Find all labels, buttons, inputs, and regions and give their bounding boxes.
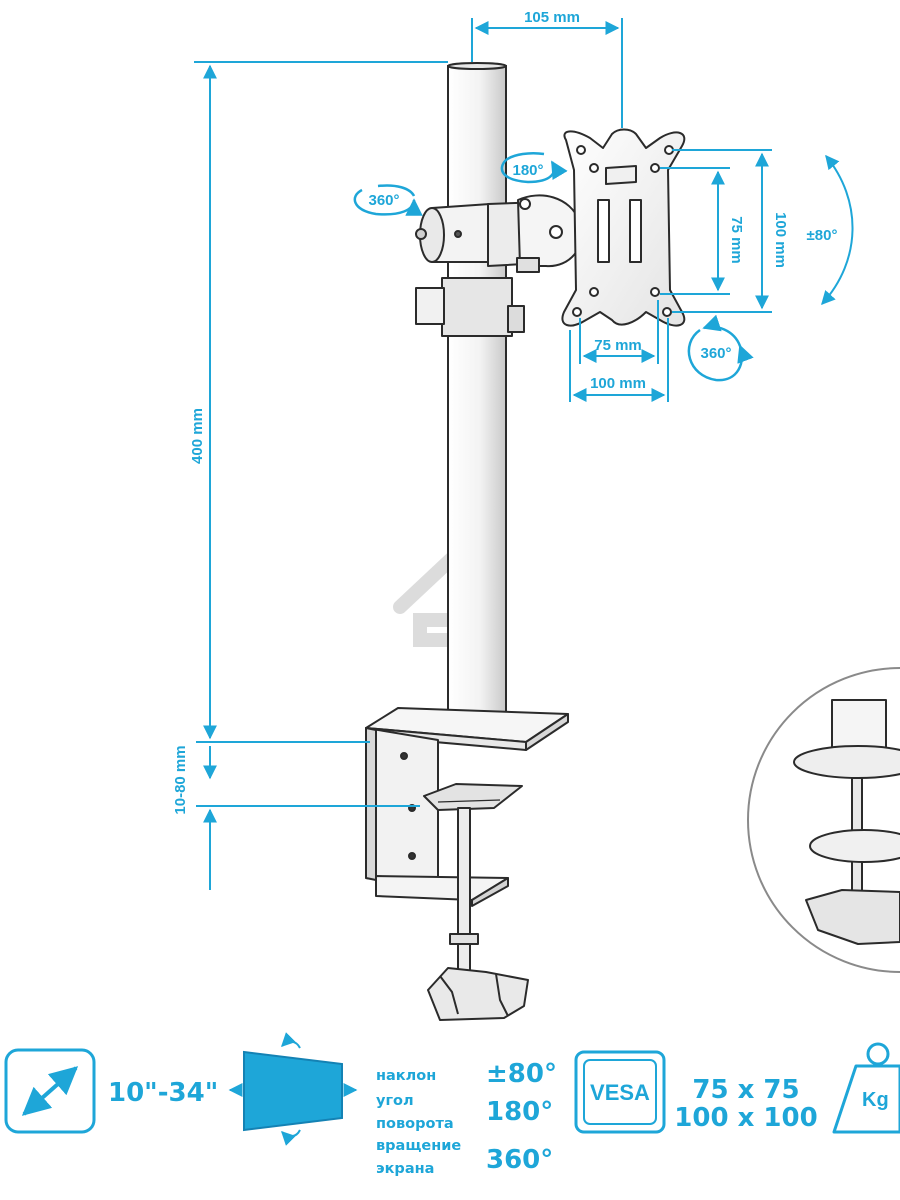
dim-arm-offset: 105 mm: [524, 9, 580, 26]
dim-desk-thickness: 10-80 mm: [172, 745, 189, 814]
dim-pole-height: 400 mm: [189, 408, 206, 464]
weight-icon: Kg: [832, 1042, 900, 1134]
vesa-badge-label: VESA: [590, 1080, 650, 1105]
spec-tilt-value: ±80°: [486, 1059, 557, 1089]
motion-label-angle: угол: [376, 1093, 414, 1109]
rotation-arrows: [353, 152, 754, 382]
vesa-plate: [561, 128, 686, 327]
monitor-motion-icon: [228, 1032, 358, 1146]
rot-arm-swivel: 180°: [512, 162, 543, 179]
rot-pole-swivel: 360°: [368, 192, 399, 209]
motion-label-rotation: вращение: [376, 1138, 461, 1154]
desk-clamp: [365, 707, 569, 1021]
spec-bar: 10"-34" наклон угол поворота вращение эк…: [4, 1032, 900, 1177]
mounting-pole: [447, 62, 507, 727]
spec-swivel-value: 180°: [486, 1097, 553, 1127]
rot-tilt: ±80°: [807, 227, 838, 244]
dim-vesa-small-height: 75 mm: [728, 216, 745, 264]
vesa-large-size: 100 x 100: [674, 1103, 817, 1133]
screen-size-icon: [4, 1048, 96, 1134]
vesa-badge-icon: VESA: [574, 1050, 666, 1134]
motion-label-swivel: поворота: [376, 1116, 454, 1132]
screen-size-value: 10"-34": [108, 1078, 218, 1108]
motion-label-screen: экрана: [376, 1161, 434, 1177]
motion-label-tilt: наклон: [376, 1068, 436, 1084]
clamp-detail-inset: [747, 667, 900, 973]
dimension-lines: [194, 18, 854, 890]
swivel-arm: [415, 194, 583, 273]
spec-rotation-value: 360°: [486, 1145, 553, 1175]
pole-collar: [415, 277, 525, 337]
dim-vesa-large-width: 100 mm: [590, 375, 646, 392]
dim-vesa-small-width: 75 mm: [594, 337, 642, 354]
vesa-small-size: 75 x 75: [692, 1075, 799, 1105]
rot-plate-rotation: 360°: [700, 345, 731, 362]
dim-vesa-large-height: 100 mm: [772, 212, 789, 268]
weight-unit-label: Kg: [862, 1089, 889, 1111]
